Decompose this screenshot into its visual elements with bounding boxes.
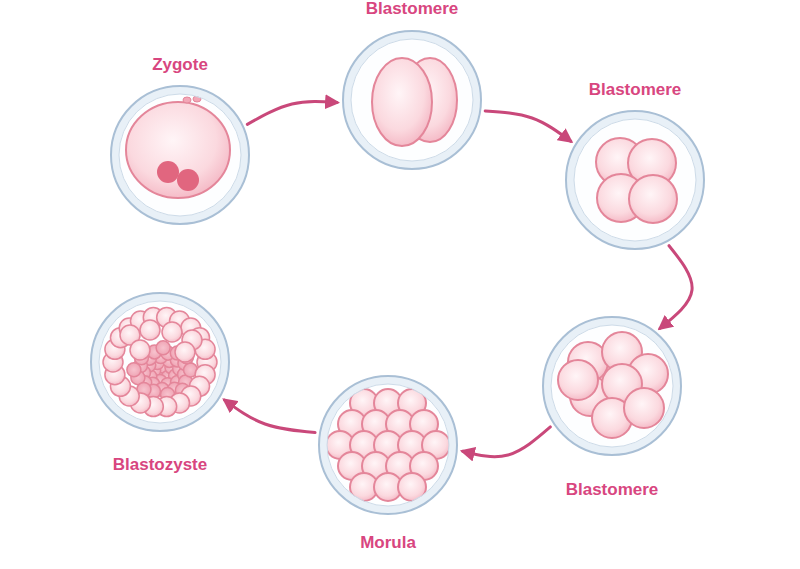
dish-ring [565, 110, 705, 250]
stage-label: Zygote [149, 55, 211, 75]
stage-circle: Morula [318, 375, 458, 515]
stage-arrow [660, 246, 692, 329]
stage-circle: Blastomere [565, 110, 705, 250]
stage-label: Blastozyste [110, 455, 210, 475]
stage-label: Blastomere [586, 80, 685, 100]
inner-cell [156, 341, 170, 355]
stage-label: Morula [357, 533, 419, 553]
stage-circle: Blastomere [342, 30, 482, 170]
dish-ring [318, 375, 458, 515]
stage-arrow [247, 101, 337, 124]
stage-label: Blastomere [563, 480, 662, 500]
stage-circle: Blastomere [542, 316, 682, 456]
trophoblast-cell [162, 322, 182, 342]
inner-cell [127, 363, 141, 377]
trophoblast-cell [130, 340, 150, 360]
stage-arrow [463, 427, 551, 457]
dish-ring [542, 316, 682, 456]
stage-arrow [225, 400, 315, 432]
blastomere-cell [558, 360, 598, 400]
dish-ring [90, 292, 230, 432]
trophoblast-cell [175, 342, 195, 362]
dish-ring [110, 85, 250, 225]
stage-circle: Blastozyste [90, 292, 230, 432]
trophoblast-cell [140, 320, 160, 340]
stage-label: Blastomere [363, 0, 462, 19]
stage-arrow [485, 111, 571, 141]
blastomere-cell [624, 388, 664, 428]
dish-ring [342, 30, 482, 170]
stage-circle: Zygote [110, 85, 250, 225]
